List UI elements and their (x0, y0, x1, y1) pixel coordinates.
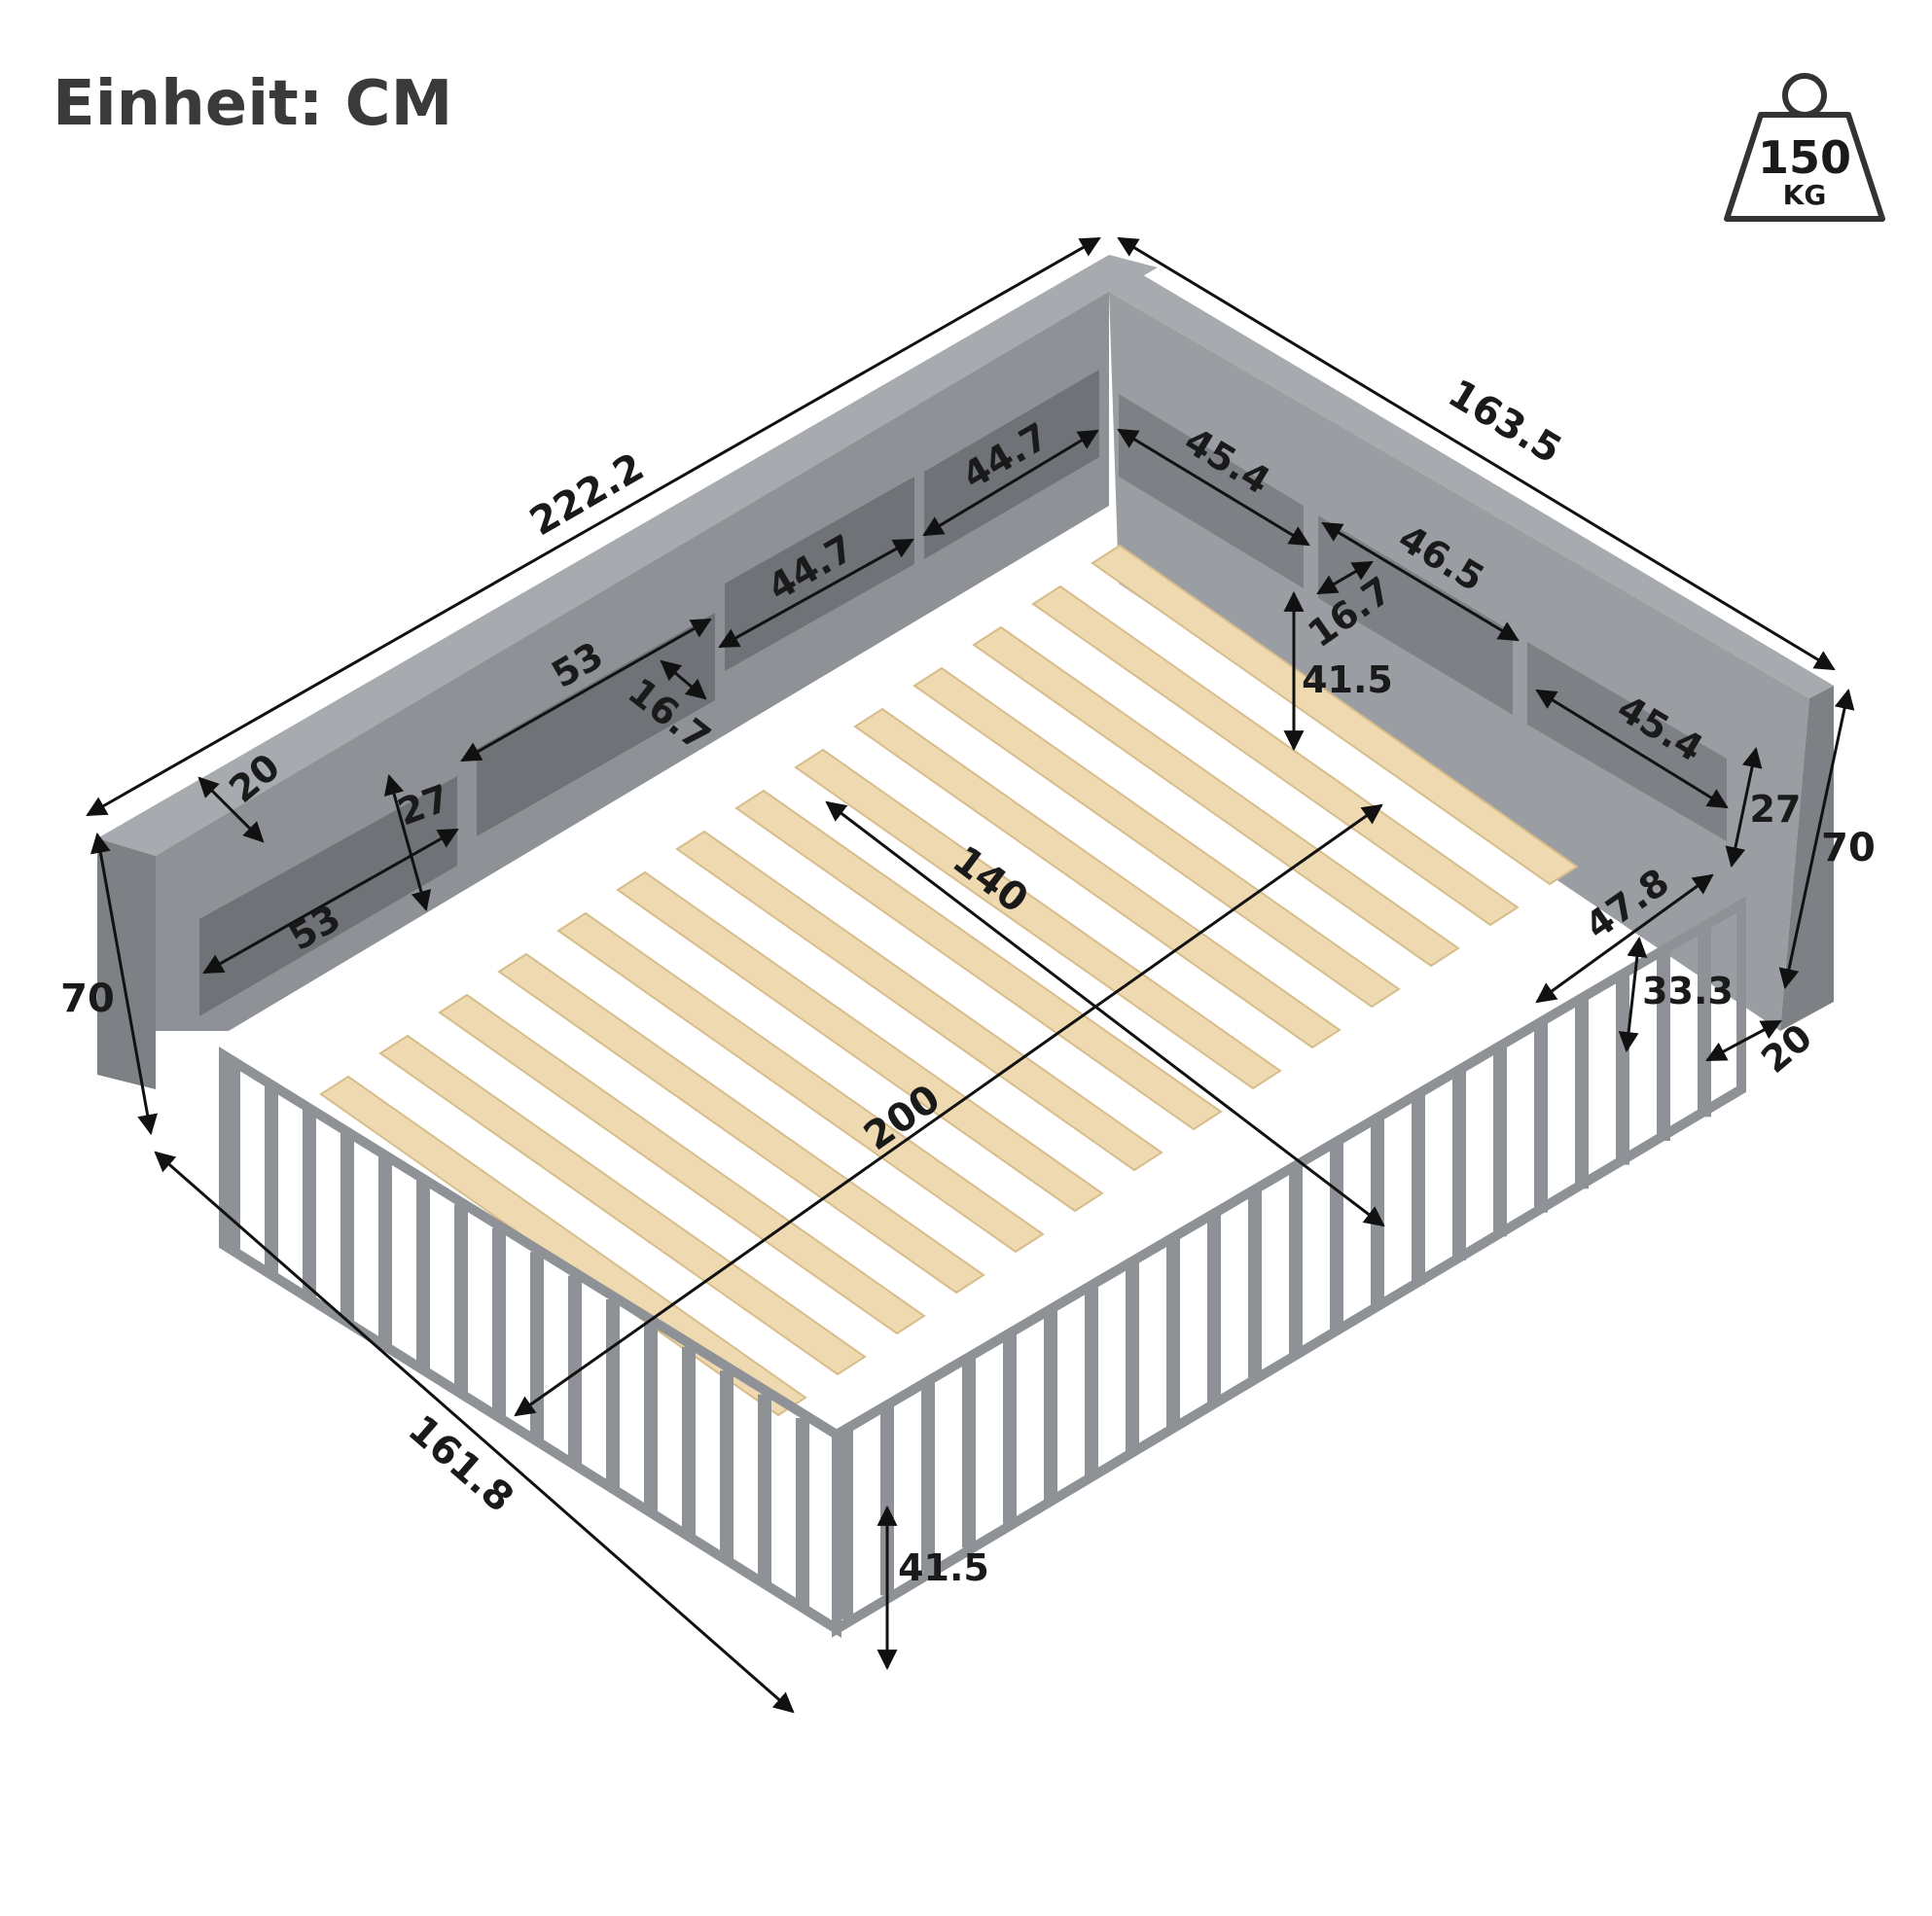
dim-line-back-divider (1316, 560, 1374, 595)
dim-line-left-front-shelf-height (383, 773, 432, 912)
dim-rail-height: 41.5 (898, 1546, 989, 1589)
dim-line-right-shelf-height (1725, 746, 1763, 869)
dim-line-right-shelf-width (1535, 689, 1729, 809)
unit-label: Einheit: CM (53, 68, 453, 140)
dim-line-left-height (89, 832, 159, 1136)
dim-line-left-rear-shelf-width (460, 618, 712, 763)
dim-line-right-height (1778, 688, 1855, 990)
dim-line-back-shelf-1 (718, 538, 914, 649)
dim-door-opening-height: 33.3 (1642, 970, 1734, 1012)
right-rail (832, 896, 1746, 1638)
dim-right-shelf-height: 27 (1750, 788, 1802, 831)
dim-line-bottom-width (154, 1151, 795, 1714)
weight-capacity-icon: 150 KG (1724, 73, 1885, 222)
dim-line-back-shelf-4 (1321, 521, 1520, 642)
dim-right-shelf-depth: 20 (1753, 1015, 1820, 1082)
dim-line-left-shelf-divider (660, 659, 707, 700)
dim-inner-height-back: 41.5 (1302, 658, 1393, 701)
dim-line-top-width (1117, 236, 1836, 671)
dim-line-back-shelf-2 (922, 429, 1099, 537)
dim-line-door-opening-height (1618, 936, 1648, 1053)
dim-top-width: 163.5 (1441, 372, 1569, 474)
dim-right-height: 70 (1821, 826, 1876, 870)
weight-unit: KG (1783, 179, 1827, 211)
dim-left-height: 70 (60, 976, 115, 1021)
dim-line-right-shelf-depth (1705, 1019, 1782, 1062)
dim-line-top-length (86, 236, 1101, 817)
weight-value: 150 (1758, 131, 1851, 184)
dim-line-back-shelf-3 (1117, 428, 1310, 547)
